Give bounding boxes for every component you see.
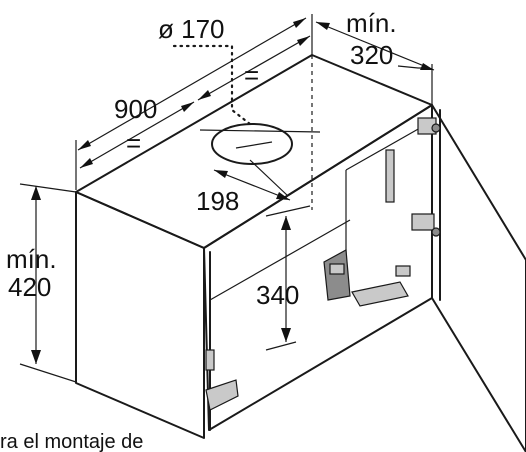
caption-text: ra el montaje de: [0, 431, 143, 452]
inner-height-dimension-line: [265, 205, 311, 351]
half-width-dimension-line: [79, 35, 311, 169]
depth-min-label: mín.: [346, 8, 397, 38]
duct-offset-label: 198: [196, 186, 239, 216]
door-hinges: [411, 117, 441, 237]
duct-diameter-label: ø 170: [158, 14, 225, 44]
cabinet-door: [431, 104, 526, 452]
equal-sign-top: =: [244, 60, 259, 90]
depth-min-value: 320: [350, 40, 393, 70]
mounting-bracket: [323, 249, 411, 307]
width-dimension-line: [75, 14, 313, 190]
width-label: 900: [114, 94, 157, 124]
height-min-label: mín.: [6, 244, 57, 274]
equal-sign-side: =: [126, 128, 141, 158]
duct-opening: [199, 123, 321, 197]
height-dimension-line: [19, 183, 77, 383]
depth-dimension-line: [315, 21, 435, 105]
lower-bracket: [205, 349, 239, 411]
duct-offset-dimension-line: [213, 169, 291, 201]
duct-diameter-leader: [172, 44, 252, 126]
inner-rail: [385, 149, 395, 203]
cabinet-left-side-panel: [75, 191, 205, 439]
height-min-value: 420: [8, 272, 51, 302]
inner-height-label: 340: [256, 280, 299, 310]
